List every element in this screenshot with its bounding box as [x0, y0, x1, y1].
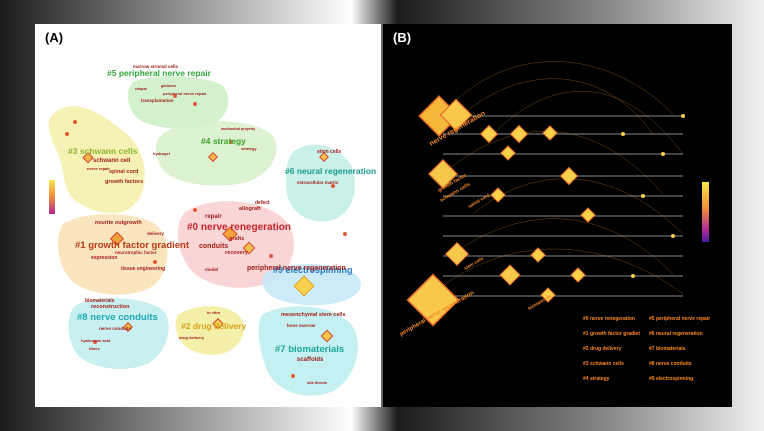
keyword: silk fibroin	[307, 380, 328, 385]
keyword: nerve conduits	[99, 326, 132, 331]
legend-item: #9 electrospinning	[649, 376, 694, 382]
panel-b-timeline: (B)	[383, 24, 732, 407]
network-nodes	[65, 94, 347, 378]
keyword: transplantation	[141, 98, 174, 103]
timeline-rows	[443, 115, 683, 297]
legend-item: #7 biomaterials	[649, 346, 686, 352]
keyword: tissue engineering	[121, 266, 165, 272]
keyword: recovery	[225, 250, 249, 256]
keyword: nerve repair	[87, 166, 110, 171]
keyword: spinal cord	[109, 169, 138, 175]
keyword: scaffolds	[297, 357, 324, 363]
keyword: extracellular matrix	[297, 180, 339, 185]
keyword: stem cells	[317, 149, 341, 155]
cluster-label-1: #1 growth factor gradient	[75, 240, 190, 251]
hull-nerve-conduits	[68, 298, 169, 369]
keyword: growth factors	[105, 179, 143, 185]
keyword: strategy	[241, 146, 257, 151]
legend-item: #8 nerve conduits	[649, 361, 692, 367]
hull-neural-regeneration	[285, 144, 355, 222]
panel-a-label: (A)	[45, 30, 64, 45]
keyword: defect	[255, 200, 270, 206]
citation-arcs	[432, 61, 684, 295]
legend-item: #3 schwann cells	[583, 361, 624, 367]
keyword: mechanical property	[221, 127, 255, 131]
keyword: schwann cell	[93, 158, 131, 164]
cluster-label-2: #2 drug delivery	[181, 321, 246, 331]
hull-drug-delivery	[175, 306, 244, 355]
keyword: peripheral nerve regeneration	[247, 265, 346, 272]
cluster-label-8: #8 nerve conduits	[77, 312, 158, 323]
keyword: marrow stromal cells	[133, 64, 179, 69]
year-color-scale	[49, 180, 55, 214]
keyword: reconstruction	[91, 304, 130, 310]
keyword: guidance	[161, 84, 176, 88]
cluster-label-6: #6 neural regeneration	[285, 166, 376, 176]
legend-item: #5 peripheral nerve repair	[649, 316, 711, 322]
keyword: allograft	[239, 206, 261, 212]
cluster-network-svg: #5 peripheral nerve repair #3 schwann ce…	[48, 64, 376, 396]
keyword: delivery	[147, 231, 165, 236]
keyword: expression	[91, 255, 117, 261]
keyword: biomaterials	[85, 298, 115, 304]
keyword: mesenchymal stem cells	[281, 312, 346, 318]
keyword: relapse	[135, 87, 147, 91]
keyword: model	[205, 267, 218, 272]
timeline-label: stem cells	[463, 255, 485, 270]
keyword: hydrogel	[153, 151, 170, 156]
panel-a-cluster-map: (A)	[35, 24, 381, 407]
hull-biomaterials	[258, 306, 358, 396]
legend-item: #2 drug delivery	[583, 346, 622, 352]
hull-growth-factor-gradient	[58, 214, 168, 295]
keyword: repair	[205, 214, 222, 220]
hull-peripheral-nerve-repair	[127, 76, 229, 129]
cluster-label-3: #3 schwann cells	[68, 146, 138, 156]
cluster-label-4: #4 strategy	[201, 136, 246, 146]
legend-item: #4 strategy	[583, 376, 610, 382]
keyword: neurite outgrowth	[95, 220, 142, 226]
legend-item: #0 nerve renegeration	[583, 316, 635, 322]
panel-b-label: (B)	[393, 30, 412, 45]
keyword: fibers	[89, 346, 101, 351]
timeline-nodes	[406, 95, 685, 327]
hull-schwann-cells	[48, 106, 145, 214]
year-color-scale	[702, 182, 709, 242]
legend-item: #1 growth factor gradiet	[583, 331, 640, 337]
keyword: grafts	[229, 236, 244, 242]
keyword: bone marrow	[287, 323, 316, 328]
keyword: drug delivery	[179, 335, 205, 340]
keyword: conduits	[199, 243, 228, 250]
cluster-label-0: #0 nerve renegeration	[187, 222, 291, 233]
hull-nerve-renegeration	[177, 201, 294, 288]
cluster-label-7: #7 biomaterials	[275, 344, 344, 355]
keyword: peripheral nerve repair	[163, 91, 207, 96]
cluster-label-9: #9 electrospinning	[273, 265, 353, 275]
cluster-label-5: #5 peripheral nerve repair	[107, 68, 212, 78]
timeline-svg: nerve regeneration growth factor schwann…	[399, 61, 709, 338]
hull-strategy	[155, 121, 277, 186]
keyword-labels: marrow stromal cells relapse guidance pe…	[81, 64, 346, 385]
timeline-label: spinal cord	[467, 192, 491, 208]
legend-item: #6 neural regeneration	[649, 331, 703, 337]
keyword: in vitro	[207, 310, 221, 315]
keyword: neurotrophic factor	[115, 250, 157, 255]
keyword: hyaluronic acid	[81, 338, 111, 343]
